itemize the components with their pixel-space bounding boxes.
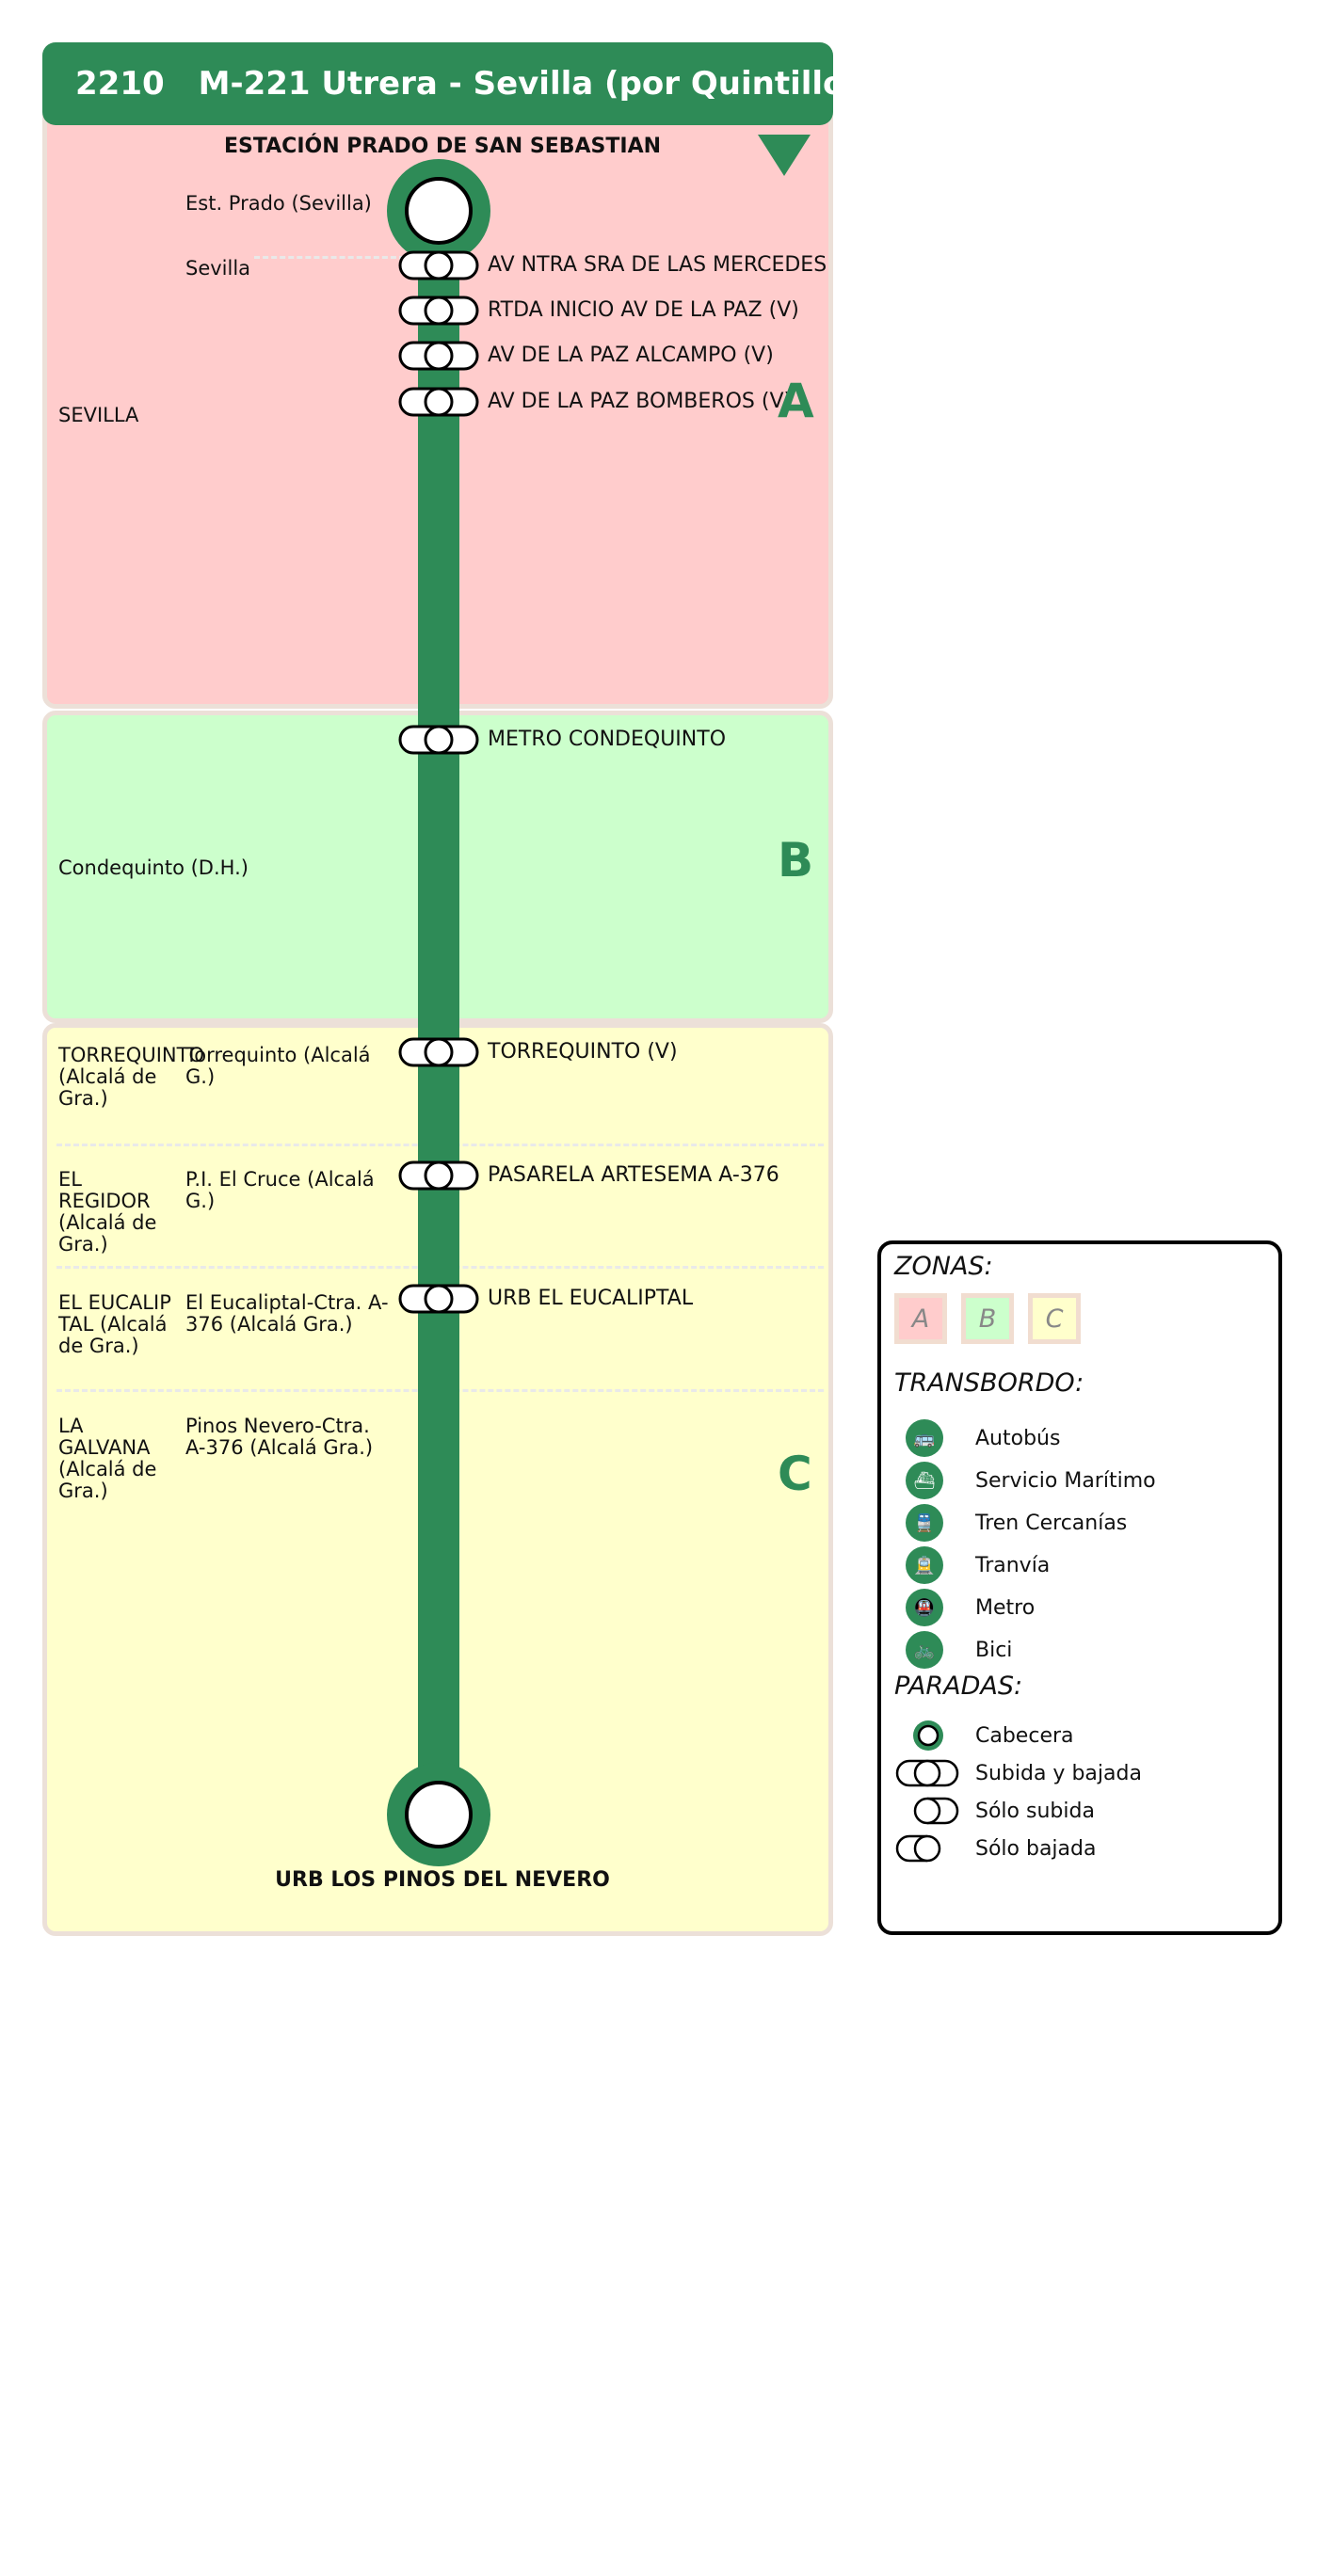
origin-label: ESTACIÓN PRADO DE SAN SEBASTIAN bbox=[223, 135, 662, 158]
legend-alight-only-label: Sólo bajada bbox=[975, 1837, 1097, 1861]
legend-train: 🚆 bbox=[906, 1504, 943, 1542]
zone-a-municipality: SEVILLA bbox=[58, 404, 139, 426]
board-alight-icon bbox=[895, 1759, 959, 1787]
legend-zone-c: C bbox=[1028, 1293, 1081, 1344]
stop-name: AV DE LA PAZ BOMBEROS (V) bbox=[488, 390, 793, 413]
legend-board-alight-label: Subida y bajada bbox=[975, 1762, 1142, 1785]
route-header: 2210 M-221 Utrera - Sevilla (por Quintil… bbox=[42, 42, 859, 125]
legend-zone-a: A bbox=[894, 1293, 947, 1344]
legend-tram: 🚊 bbox=[906, 1546, 943, 1584]
zone-b-municipality: Condequinto (D.H.) bbox=[58, 856, 249, 879]
stop-name: TORREQUINTO (V) bbox=[488, 1040, 678, 1064]
terminus-icon bbox=[913, 1720, 943, 1751]
place-torrequinto: Torrequinto (Alcalá G.) bbox=[185, 1044, 371, 1088]
route-line-diagram bbox=[387, 159, 490, 1866]
stop-name: PASARELA ARTESEMA A-376 bbox=[488, 1163, 779, 1187]
zone-b-letter: B bbox=[778, 833, 814, 888]
stop-name: AV DE LA PAZ ALCAMPO (V) bbox=[488, 344, 774, 367]
municipality-regidor: EL REGIDOR (Alcalá de Gra.) bbox=[58, 1168, 157, 1256]
separator bbox=[254, 256, 405, 259]
legend-zonas-title: ZONAS: bbox=[894, 1252, 993, 1281]
stop-marker bbox=[398, 1284, 479, 1314]
stop-marker bbox=[398, 341, 479, 371]
bus-icon: 🚌 bbox=[906, 1419, 943, 1457]
origin-place: Est. Prado (Sevilla) bbox=[185, 192, 372, 215]
bike-icon: 🚲 bbox=[906, 1631, 943, 1669]
destination-label: URB LOS PINOS DEL NEVERO bbox=[275, 1868, 610, 1892]
train-icon: 🚆 bbox=[906, 1504, 943, 1542]
zone-c-letter: C bbox=[778, 1447, 812, 1501]
stop-name: AV NTRA SRA DE LAS MERCEDES bbox=[488, 253, 827, 277]
municipality-eucaliptal: EL EUCALIPTAL (Alcalá de Gra.) bbox=[58, 1291, 171, 1357]
legend-paradas-title: PARADAS: bbox=[894, 1672, 1023, 1701]
place-galvana: Pinos Nevero-Ctra. A-376 (Alcalá Gra.) bbox=[185, 1415, 374, 1459]
place-eucaliptal: El Eucaliptal-Ctra. A-376 (Alcalá Gra.) bbox=[185, 1291, 389, 1336]
legend-bike: 🚲 bbox=[906, 1631, 943, 1669]
stop-marker bbox=[398, 250, 479, 280]
route-title: M-221 Utrera - Sevilla (por Quintillo) bbox=[198, 65, 859, 103]
stop-marker bbox=[398, 1037, 479, 1067]
legend-train-label: Tren Cercanías bbox=[975, 1512, 1128, 1535]
stop-name: URB EL EUCALIPTAL bbox=[488, 1287, 694, 1310]
legend: ZONAS: A B C TRANSBORDO: 🚌 Autobús ⛴ Ser… bbox=[877, 1240, 1282, 1935]
legend-metro: 🚇 bbox=[906, 1589, 943, 1626]
legend-metro-label: Metro bbox=[975, 1596, 1036, 1620]
stop-marker bbox=[398, 1160, 479, 1191]
route-code: 2210 bbox=[75, 65, 165, 103]
legend-zone-b: B bbox=[961, 1293, 1014, 1344]
ferry-icon: ⛴ bbox=[906, 1462, 943, 1499]
metro-icon: 🚇 bbox=[906, 1589, 943, 1626]
stop-marker bbox=[398, 387, 479, 417]
legend-ferry: ⛴ bbox=[906, 1462, 943, 1499]
tram-icon: 🚊 bbox=[906, 1546, 943, 1584]
legend-board-only-label: Sólo subida bbox=[975, 1800, 1095, 1823]
legend-ferry-label: Servicio Marítimo bbox=[975, 1469, 1156, 1493]
legend-bus-label: Autobús bbox=[975, 1427, 1061, 1450]
stop-marker bbox=[398, 725, 479, 755]
municipality-galvana: LA GALVANA (Alcalá de Gra.) bbox=[58, 1415, 157, 1502]
municipality-torrequinto: TORREQUINTO (Alcalá de Gra.) bbox=[58, 1044, 204, 1110]
legend-tram-label: Tranvía bbox=[975, 1554, 1051, 1577]
place-regidor: P.I. El Cruce (Alcalá G.) bbox=[185, 1168, 375, 1212]
direction-arrow-icon bbox=[758, 135, 811, 176]
stop-marker bbox=[398, 296, 479, 326]
alight-only-icon bbox=[895, 1834, 941, 1863]
legend-transbordo-title: TRANSBORDO: bbox=[894, 1368, 1084, 1398]
zone-a-letter: A bbox=[778, 374, 814, 428]
legend-terminus-label: Cabecera bbox=[975, 1724, 1074, 1748]
legend-bike-label: Bici bbox=[975, 1639, 1013, 1662]
board-only-icon bbox=[913, 1797, 959, 1825]
route-line bbox=[418, 207, 459, 1816]
place-sevilla: Sevilla bbox=[185, 257, 251, 280]
stop-name: METRO CONDEQUINTO bbox=[488, 728, 727, 751]
legend-bus: 🚌 bbox=[906, 1419, 943, 1457]
stop-name: RTDA INICIO AV DE LA PAZ (V) bbox=[488, 298, 799, 322]
